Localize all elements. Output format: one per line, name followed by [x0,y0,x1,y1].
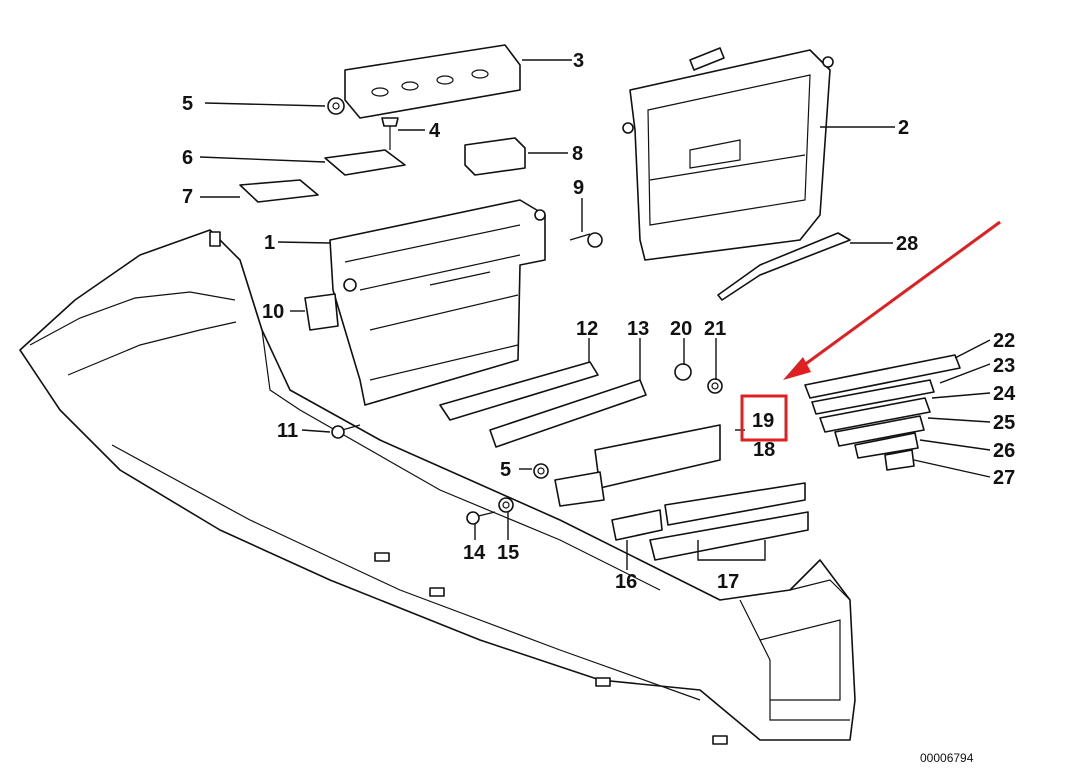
part-1-center-frame [329,199,546,406]
label-10: 10 [262,301,284,323]
label-27: 27 [993,467,1015,489]
label-17: 17 [717,571,739,593]
label-5: 5 [182,93,193,115]
label-5b: 5 [500,459,511,481]
label-4: 4 [429,120,441,142]
label-25: 25 [993,412,1015,434]
part-number-labels: 3 5 4 6 8 7 9 1 2 28 10 11 12 13 20 21 5… [182,50,1016,593]
part-28-strip [717,232,851,301]
part-3-top-cover [344,44,521,119]
label-6: 6 [182,147,193,169]
leader-lines [199,59,991,570]
label-20: 20 [670,318,692,340]
label-14: 14 [463,542,486,564]
label-12: 12 [576,318,598,340]
label-2: 2 [898,117,909,139]
label-28: 28 [896,233,918,255]
label-1: 1 [264,232,275,254]
diagram-id: 00006794 [920,751,974,765]
switch-blanks [804,354,961,471]
label-22: 22 [993,330,1015,352]
part-2-upper-frame [622,47,834,261]
console-body [19,229,856,745]
label-11: 11 [277,420,298,442]
label-24: 24 [993,383,1016,405]
label-3: 3 [573,50,584,72]
label-8: 8 [572,143,583,165]
label-9: 9 [573,177,584,199]
label-7: 7 [182,186,193,208]
highlight-arrow [783,220,1001,380]
label-16: 16 [615,571,637,593]
label-23: 23 [993,355,1015,377]
label-18: 18 [753,439,775,461]
label-19: 19 [752,410,774,432]
small-parts [239,97,809,561]
label-21: 21 [704,318,726,340]
highlight-box [740,394,788,442]
label-15: 15 [497,542,519,564]
label-26: 26 [993,440,1015,462]
label-13: 13 [627,318,649,340]
